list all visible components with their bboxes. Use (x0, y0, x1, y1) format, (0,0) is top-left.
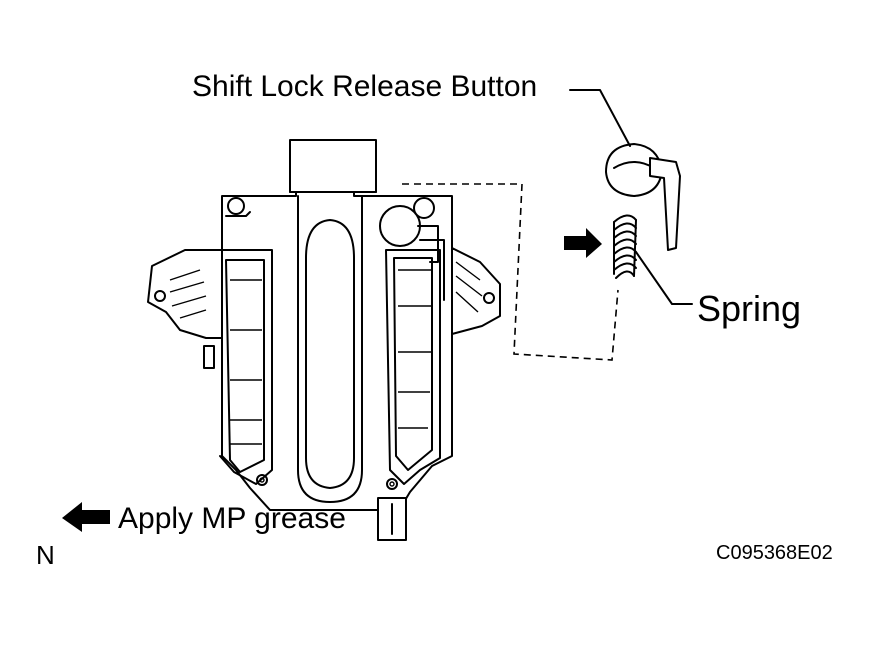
left-tab (203, 345, 215, 369)
right-bracket-hole (483, 292, 495, 304)
release-button-arm (649, 157, 681, 251)
shift-lock-release-button-part (605, 143, 681, 251)
shift-lock-release-button-label: Shift Lock Release Button (192, 70, 538, 103)
leader-button (569, 89, 631, 147)
spring-sides (613, 219, 637, 277)
left-gate-steps (230, 279, 262, 445)
left-bracket-hole (154, 290, 166, 302)
left-gate-insert (225, 259, 265, 473)
center-slot-frame (297, 195, 363, 503)
button-seat-boss (413, 197, 435, 219)
dashed-outline (402, 183, 619, 361)
right-lower-screw-core (389, 481, 395, 487)
button-seat-linkage (417, 225, 439, 263)
installation-guide-dashed (402, 183, 619, 361)
left-mounting-bracket (147, 249, 223, 339)
left-gate-frame (219, 249, 273, 485)
left-lower-screw (256, 474, 268, 486)
spring-insert-arrow (564, 228, 602, 258)
left-bracket-ribs (169, 269, 207, 319)
left-lower-screw-core (259, 477, 265, 483)
linkage-rod (419, 239, 445, 301)
right-gate-frame (385, 249, 441, 485)
top-tower (289, 139, 377, 193)
right-lower-screw (386, 478, 398, 490)
upper-left-screw (227, 197, 245, 215)
apply-mp-grease-label: Apply MP grease (118, 502, 346, 535)
shift-lever-housing (147, 139, 501, 541)
spring-coil (613, 214, 637, 279)
grease-arrow (62, 502, 110, 532)
spring-label: Spring (697, 288, 802, 329)
center-lever-slot (305, 219, 355, 489)
right-gate-steps (398, 269, 432, 429)
figure-code-label: C095368E02 (716, 542, 833, 564)
spring-part (613, 214, 637, 279)
right-bracket-ribs (455, 261, 483, 313)
legend-n-label: N (36, 540, 55, 570)
leader-spring (635, 251, 693, 305)
upper-left-ledge (225, 211, 251, 217)
right-gate-insert (393, 257, 433, 471)
